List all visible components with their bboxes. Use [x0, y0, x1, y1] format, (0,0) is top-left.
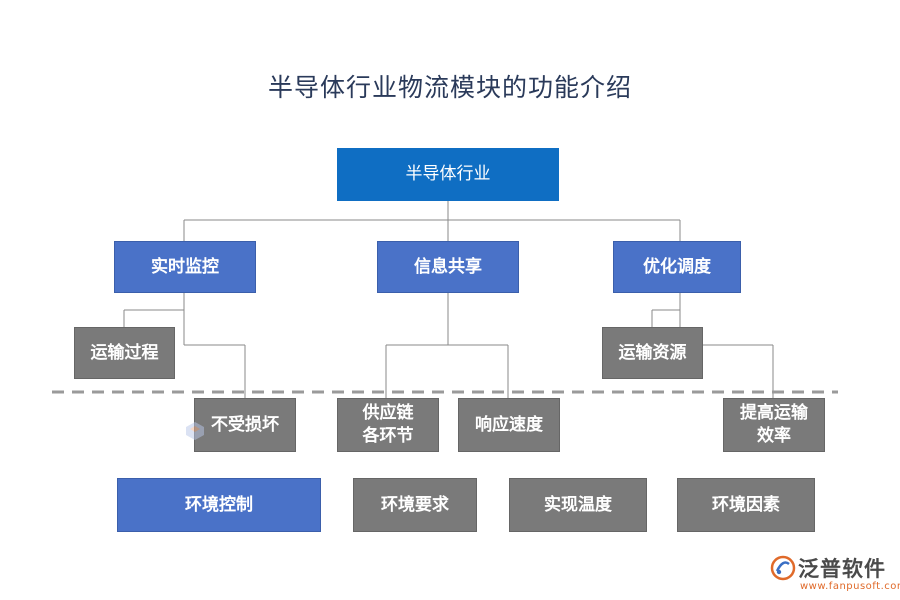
node-transport-resources: 运输资源: [602, 327, 703, 379]
node-optimize-dispatch: 优化调度: [613, 241, 741, 293]
node-supply-chain: 供应链 各环节: [337, 398, 439, 452]
node-env-factors: 环境因素: [677, 478, 815, 532]
brand-logo-icon: [770, 555, 796, 581]
node-response-speed: 响应速度: [458, 398, 560, 452]
node-transport-process: 运输过程: [74, 327, 175, 379]
node-realtime-monitor: 实时监控: [114, 241, 256, 293]
node-info-share: 信息共享: [377, 241, 519, 293]
diagram-title: 半导体行业物流模块的功能介绍: [267, 73, 632, 102]
brand-logo-text: 泛普软件: [798, 557, 886, 581]
brand-logo: 泛普软件 www.fanpusoft.com: [770, 553, 900, 598]
root-node: 半导体行业: [337, 148, 559, 201]
node-achieve-temperature: 实现温度: [509, 478, 647, 532]
node-env-control: 环境控制: [117, 478, 321, 532]
node-env-requirement: 环境要求: [353, 478, 477, 532]
brand-logo-url: www.fanpusoft.com: [800, 581, 900, 592]
node-undamaged: 不受损坏: [194, 398, 296, 452]
node-transport-efficiency: 提高运输 效率: [723, 398, 825, 452]
watermark-logo-icon: [186, 422, 204, 440]
